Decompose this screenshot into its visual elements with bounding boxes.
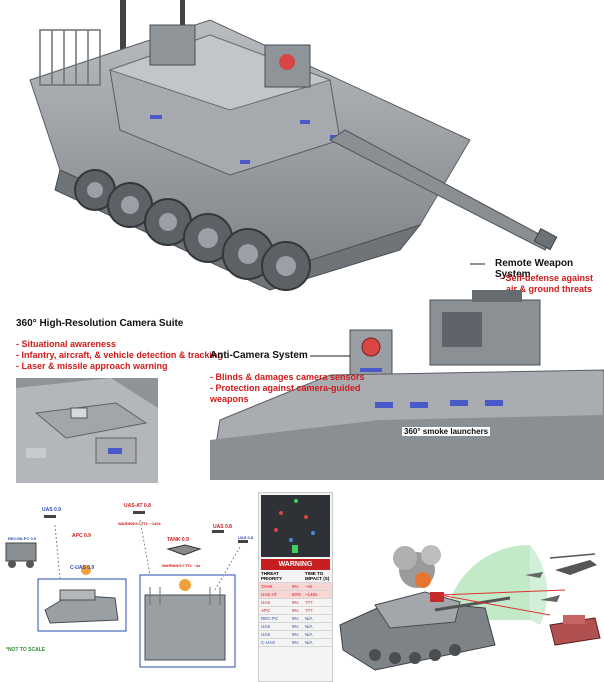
anti-camera-bullet-1: - Blinds & damages camera sensors: [210, 372, 365, 382]
threat-time: ~4s: [303, 582, 332, 591]
threat-pct: 9%: [290, 638, 304, 647]
label-tank-warning: WARNING!! TTI: ~4s: [162, 563, 201, 568]
threat-name: APC: [259, 606, 291, 615]
threat-row: REC-PC 9% N/A: [259, 614, 332, 623]
label-uas-far: UAS 0.8: [238, 535, 254, 540]
engagement-scene: [335, 530, 604, 680]
warning-banner: WARNING: [261, 559, 330, 570]
camera-suite-bullet-3: - Laser & missile approach warning: [16, 361, 168, 371]
threat-pct: 9%: [290, 614, 304, 623]
threat-pct: 9%: [290, 622, 304, 631]
threat-row: C-UAS 9% N/A: [259, 638, 332, 647]
threat-row: UAS 9% N/A: [259, 622, 332, 631]
header-threat-priority: THREAT PRIORITY: [259, 570, 291, 583]
label-cuas: C-UAS 0.9: [70, 565, 95, 571]
anti-camera-bullets: - Blinds & damages camera sensors - Prot…: [210, 372, 365, 405]
threat-row: UAS-AT 80% ~140s: [259, 590, 332, 599]
threat-name: UAS: [259, 622, 291, 631]
anti-camera-bullet-3: weapons: [210, 394, 249, 404]
threat-time: ???: [303, 598, 332, 607]
threat-row: APC 9% ???: [259, 606, 332, 615]
threat-name: REC-PC: [259, 614, 291, 623]
camera-suite-title: 360° High-Resolution Camera Suite: [16, 318, 184, 329]
threat-pct: 9%: [290, 598, 304, 607]
radar-display: [261, 495, 330, 557]
threat-pct: 80%: [290, 590, 304, 599]
threat-time: ???: [303, 606, 332, 615]
camera-suite-closeup: [16, 378, 158, 483]
label-uas-at: UAS-AT 0.8: [124, 503, 151, 509]
smoke-launchers-label: 360° smoke launchers: [402, 427, 491, 436]
threat-row: UAS 9% ???: [259, 598, 332, 607]
threat-name: UAS-AT: [259, 590, 291, 599]
threat-name: C-UAS: [259, 638, 291, 647]
camera-suite-bullets: - Situational awareness - Infantry, airc…: [16, 339, 223, 372]
threat-name: UAS: [259, 598, 291, 607]
camera-suite-bullet-2: - Infantry, aircraft, & vehicle detectio…: [16, 350, 223, 360]
label-uas-left: UAS 0.9: [42, 507, 61, 513]
camera-suite-bullet-1: - Situational awareness: [16, 339, 117, 349]
label-apc: APC 0.9: [72, 533, 91, 539]
threat-time: N/A: [303, 622, 332, 631]
header-pct: [290, 570, 304, 583]
main-tank-render: [0, 0, 604, 300]
remote-weapon-bullet-1: - Self-defense against: [500, 273, 594, 283]
label-recon: RECON-PC 0.9: [8, 536, 37, 541]
threat-pct: 9%: [290, 630, 304, 639]
turret-closeup: [210, 290, 604, 480]
header-time: TIME TO IMPACT (S): [303, 570, 332, 583]
remote-weapon-title: Remote Weapon System: [495, 258, 574, 280]
threat-name: UAS: [259, 630, 291, 639]
threat-time: ~140s: [303, 590, 332, 599]
warning-panel: WARNING THREAT PRIORITY TIME TO IMPACT (…: [258, 492, 333, 682]
not-to-scale-note: *NOT TO SCALE: [6, 647, 46, 653]
threat-row: TANK 9% ~4s: [259, 582, 332, 591]
anti-camera-title: Anti-Camera System: [210, 350, 308, 361]
threat-time: N/A: [303, 630, 332, 639]
threat-pct: 9%: [290, 582, 304, 591]
threat-name: TANK: [259, 582, 291, 591]
threat-table-header: THREAT PRIORITY TIME TO IMPACT (S): [259, 570, 332, 583]
threat-time: N/A: [303, 614, 332, 623]
threat-pct: 9%: [290, 606, 304, 615]
threat-map: [0, 495, 255, 680]
label-uas-right: UAS 0.8: [213, 524, 232, 530]
threat-table: THREAT PRIORITY TIME TO IMPACT (S) TANK …: [259, 570, 332, 647]
remote-weapon-bullet-2: air & ground threats: [506, 284, 593, 294]
threat-time: N/A: [303, 638, 332, 647]
remote-weapon-bullets: - Self-defense against air & ground thre…: [500, 273, 593, 295]
label-uas-at-warning: WARNING!! TTI: ~140s: [118, 521, 161, 526]
label-tank: TANK 0.9: [167, 537, 189, 543]
anti-camera-bullet-2: - Protection against camera-guided: [210, 383, 361, 393]
threat-row: UAS 9% N/A: [259, 630, 332, 639]
